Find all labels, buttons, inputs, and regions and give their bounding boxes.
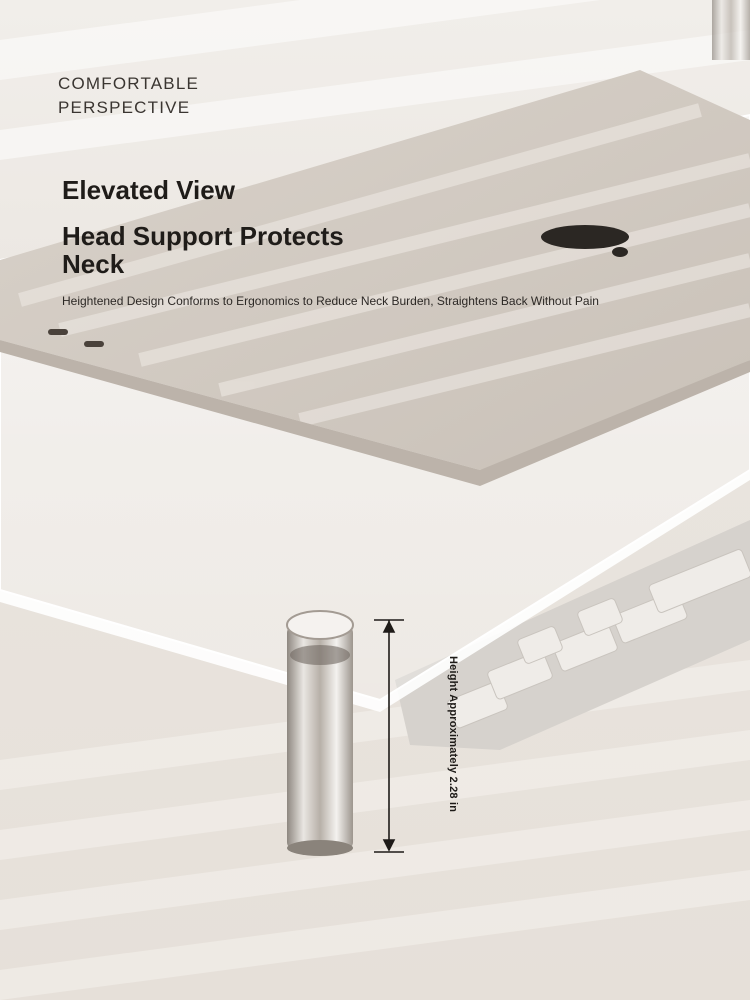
eyebrow-label: COMFORTABLE PERSPECTIVE (58, 72, 199, 120)
key-option (552, 622, 618, 672)
height-measurement-label: Height Approximately 2.28 in (447, 656, 459, 813)
eyebrow-line-2: PERSPECTIVE (58, 98, 191, 117)
eyebrow-line-1: COMFORTABLE (58, 74, 200, 93)
stand-leg (286, 610, 354, 856)
key-control (487, 650, 553, 700)
description: Heightened Design Conforms to Ergonomics… (62, 294, 599, 308)
usb-c-port-icon (48, 329, 68, 335)
usb-c-port-icon (84, 341, 104, 347)
double-arrow-icon (374, 619, 404, 853)
laptop (0, 70, 750, 486)
keyboard (395, 520, 750, 750)
headline: Elevated View (62, 175, 235, 205)
subheadline: Head Support Protects Neck (62, 221, 344, 279)
key-space (648, 549, 750, 613)
apple-logo-icon (541, 225, 629, 257)
